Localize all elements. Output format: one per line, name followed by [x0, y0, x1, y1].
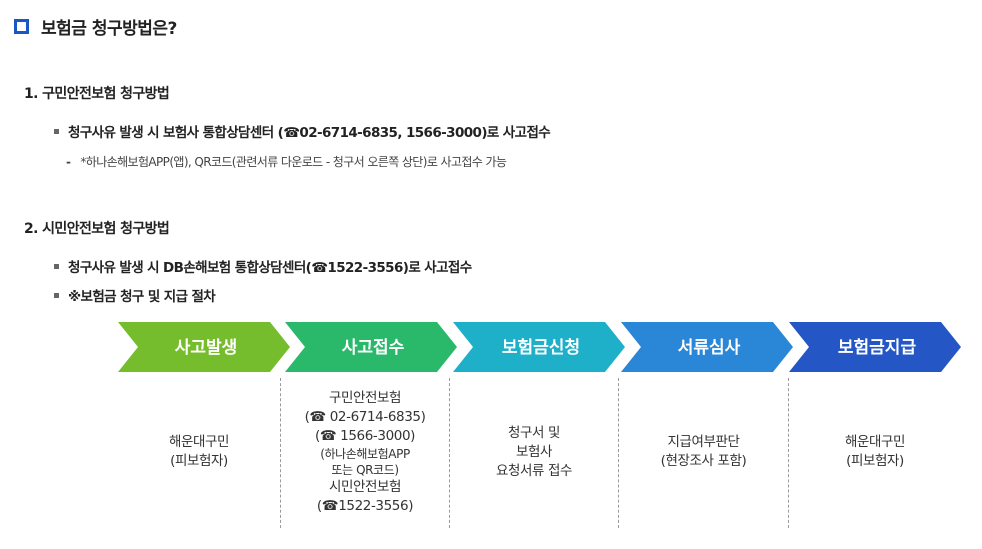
step-chevron	[621, 322, 793, 372]
detail-line: (☎ 1566-3000)	[314, 427, 416, 444]
step-chevron	[285, 322, 457, 372]
step-label: 사고발생	[175, 338, 238, 358]
detail-col-payment: 해운대구민 (피보험자)	[789, 378, 961, 526]
detail-line: (하나손해보험APP	[320, 446, 410, 461]
detail-line: 요청서류 접수	[495, 462, 572, 479]
detail-col-review: 지급여부판단 (현장조사 포함)	[619, 378, 788, 526]
section1-title: 1. 구민안전보험 청구방법	[24, 86, 170, 102]
detail-line: 해운대구민	[168, 434, 230, 450]
section-heading: 보험금 청구방법은?	[14, 14, 177, 39]
detail-line: (피보험자)	[846, 453, 904, 469]
detail-line: 구민안전보험	[328, 389, 402, 406]
step-label: 서류심사	[678, 338, 741, 358]
section2-bullet2-text: ※보험금 청구 및 지급 절차	[68, 289, 216, 305]
detail-line: (☎1522-3556)	[316, 497, 414, 514]
step-label: 사고접수	[342, 338, 405, 358]
process-flow: 사고발생 사고접수 보험금신청 서류심사 보험금지급	[118, 322, 961, 372]
section1-bullet: 청구사유 발생 시 보험사 통합상담센터 (☎02-6714-6835, 156…	[54, 121, 551, 141]
section2-bullet2: ※보험금 청구 및 지급 절차	[54, 285, 216, 305]
detail-col-application: 청구서 및 보험사 요청서류 접수	[450, 378, 618, 526]
detail-line: 청구서 및	[508, 424, 560, 441]
square-marker-icon	[54, 292, 59, 298]
step-label: 보험금신청	[502, 337, 580, 358]
heading-text: 보험금 청구방법은?	[41, 19, 177, 39]
detail-col-report: 구민안전보험 (☎ 02-6714-6835) (☎ 1566-3000) (하…	[281, 378, 449, 526]
dash-icon: -	[66, 154, 71, 169]
detail-line: 해운대구민	[844, 434, 906, 450]
column-divider	[280, 378, 281, 528]
detail-col-occurrence: 해운대구민 (피보험자)	[118, 378, 280, 526]
section2-title: 2. 시민안전보험 청구방법	[24, 221, 170, 237]
detail-line: (현장조사 포함)	[660, 453, 747, 469]
section1-sub: - *하나손해보험APP(앱), QR코드(관련서류 다운로드 - 청구서 오른…	[66, 153, 507, 170]
step-chevron	[118, 322, 290, 372]
detail-line: (피보험자)	[170, 453, 228, 469]
section2-bullet1: 청구사유 발생 시 DB손해보험 통합상담센터(☎1522-3556)로 사고접…	[54, 256, 472, 276]
square-marker-icon	[54, 263, 59, 269]
square-bullet-icon	[14, 19, 29, 34]
detail-line: 지급여부판단	[667, 434, 740, 450]
column-divider	[788, 378, 789, 528]
section2-bullet1-text: 청구사유 발생 시 DB손해보험 통합상담센터(☎1522-3556)로 사고접…	[68, 260, 472, 276]
step-chevron	[453, 322, 625, 372]
section1-sub-text: *하나손해보험APP(앱), QR코드(관련서류 다운로드 - 청구서 오른쪽 …	[80, 155, 507, 169]
column-divider	[618, 378, 619, 528]
detail-line: 시민안전보험	[328, 478, 402, 495]
square-marker-icon	[54, 128, 59, 134]
detail-line: 또는 QR코드)	[331, 462, 399, 477]
step-label: 보험금지급	[838, 337, 917, 358]
detail-line: (☎ 02-6714-6835)	[304, 408, 426, 425]
step-chevron	[789, 322, 961, 372]
detail-line: 보험사	[515, 443, 553, 460]
section1-bullet-text: 청구사유 발생 시 보험사 통합상담센터 (☎02-6714-6835, 156…	[68, 125, 551, 141]
column-divider	[449, 378, 450, 528]
